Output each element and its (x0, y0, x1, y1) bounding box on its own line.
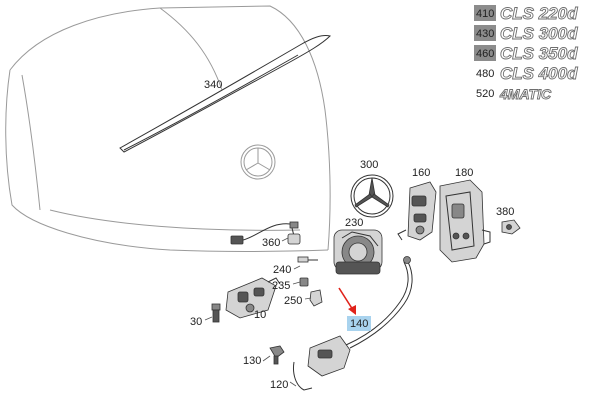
model-410: CLS 220d (500, 4, 578, 23)
code-box-460 (474, 45, 496, 61)
emblem-mechanism-230 (333, 229, 383, 275)
callout-130: 130 (243, 355, 261, 367)
model-460: CLS 350d (500, 44, 578, 63)
callout-360: 360 (262, 237, 280, 249)
callout-120: 120 (270, 379, 288, 391)
leader-lines (204, 237, 312, 387)
callout-300: 300 (360, 159, 378, 171)
actuator-160 (397, 181, 437, 241)
callout-240: 240 (273, 264, 291, 276)
screw-240 (297, 256, 318, 263)
code-410: 410 (476, 8, 494, 20)
housing-180 (439, 179, 491, 263)
clip-380 (501, 219, 521, 235)
highlight-arrow (338, 287, 356, 315)
legend-row-1: 410 CLS 220d (474, 4, 579, 23)
code-box-430 (474, 25, 496, 41)
clip-130 (269, 345, 285, 365)
latch-10 (225, 277, 281, 319)
callout-140: 140 (350, 318, 368, 330)
code-430: 430 (476, 28, 494, 40)
callout-380: 380 (496, 206, 514, 218)
callout-30: 30 (190, 316, 202, 328)
rear-spoiler (119, 35, 331, 153)
harness-360 (230, 221, 301, 245)
legend-row-2: 430 CLS 300d (474, 24, 579, 43)
release-120 (293, 335, 351, 391)
legend-row-3: 460 CLS 350d (474, 44, 579, 63)
callout-160: 160 (412, 167, 430, 179)
model-legend: 410 CLS 220d 430 CLS 300d 460 CLS 350d 4… (474, 4, 579, 103)
callout-235: 235 (272, 280, 290, 292)
code-520: 520 (476, 88, 494, 100)
emblem-on-lid (240, 144, 276, 180)
code-460: 460 (476, 48, 494, 60)
legend-row-5: 520 4MATIC (476, 86, 552, 103)
callout-10: 10 (254, 309, 266, 321)
callout-230: 230 (345, 217, 363, 229)
star-badge-300 (350, 174, 394, 218)
cable-140 (345, 256, 413, 349)
stopper-250 (309, 289, 323, 307)
trunk-lid-outline (5, 5, 331, 252)
legend-row-4: 480 CLS 400d (476, 64, 579, 84)
callout-labels: 340 300 160 180 380 230 360 240 235 250 … (190, 79, 514, 391)
code-box-410 (474, 5, 496, 21)
callout-180: 180 (455, 167, 473, 179)
model-430: CLS 300d (500, 24, 578, 43)
bolt-30 (211, 303, 221, 323)
highlight-box-140 (347, 316, 371, 331)
callout-250: 250 (284, 295, 302, 307)
callout-340: 340 (204, 79, 222, 91)
model-520: 4MATIC (499, 86, 552, 102)
grommet-235 (299, 277, 309, 287)
code-480: 480 (476, 68, 494, 80)
model-480: CLS 400d (500, 64, 578, 83)
